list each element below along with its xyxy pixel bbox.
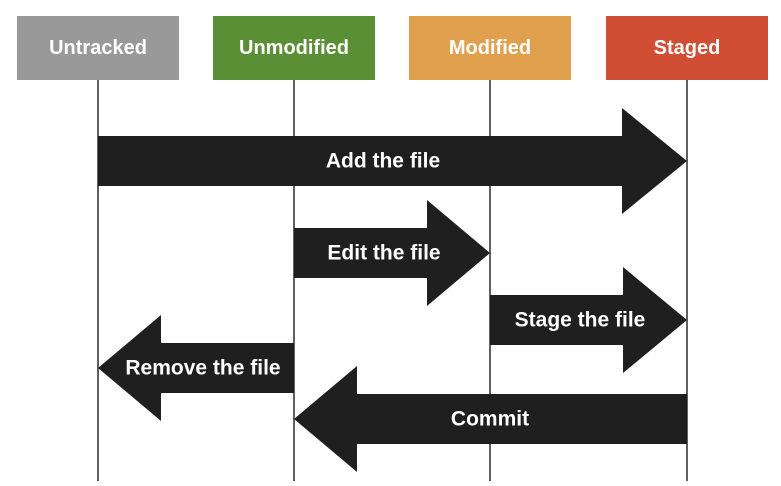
arrow-add-the-file-shape (98, 108, 687, 214)
arrow-edit-the-file-label: Edit the file (327, 242, 440, 265)
arrow-edit-the-file: Edit the file (294, 200, 490, 306)
arrow-stage-the-file-label: Stage the file (515, 309, 646, 332)
state-headers: Untracked Unmodified Modified Staged (17, 16, 768, 80)
arrow-stage-the-file-shape (490, 267, 687, 373)
transition-arrows: Add the file Edit the file Stage the fil… (98, 108, 687, 472)
state-untracked-label: Untracked (49, 37, 147, 59)
arrow-commit: Commit (294, 366, 687, 472)
arrow-add-the-file: Add the file (98, 108, 687, 214)
state-staged-label: Staged (654, 37, 721, 59)
arrow-stage-the-file: Stage the file (490, 267, 687, 373)
state-untracked-box (17, 16, 179, 80)
arrow-commit-shape (294, 366, 687, 472)
state-untracked: Untracked (17, 16, 179, 80)
state-modified-box (409, 16, 571, 80)
state-modified: Modified (409, 16, 571, 80)
state-staged-box (606, 16, 768, 80)
arrow-add-the-file-label: Add the file (326, 150, 440, 173)
state-unmodified-box (213, 16, 375, 80)
state-unmodified-label: Unmodified (239, 37, 349, 59)
arrow-edit-the-file-shape (294, 200, 490, 306)
arrow-remove-the-file-shape (98, 315, 294, 421)
arrow-remove-the-file-label: Remove the file (125, 357, 280, 380)
state-staged: Staged (606, 16, 768, 80)
state-unmodified: Unmodified (213, 16, 375, 80)
arrow-remove-the-file: Remove the file (98, 315, 294, 421)
arrow-commit-label: Commit (451, 408, 529, 431)
state-modified-label: Modified (449, 37, 531, 59)
